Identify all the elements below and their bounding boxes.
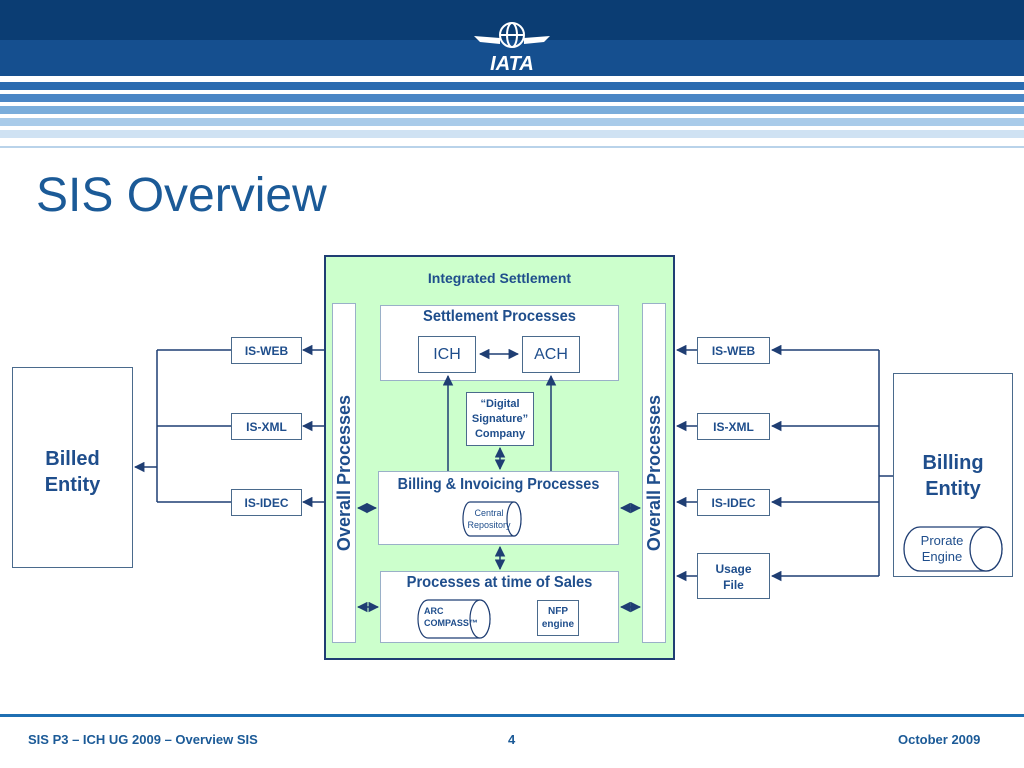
footer-rule xyxy=(0,714,1024,717)
overall-processes-left: Overall Processes xyxy=(332,303,356,643)
arc-compass-cylinder xyxy=(417,599,491,639)
billed-entity-label: Billed Entity xyxy=(44,448,101,496)
right-is-idec-label: IS-IDEC xyxy=(711,496,756,510)
ach-label: ACH xyxy=(534,346,568,363)
iata-logo: IATA xyxy=(474,22,550,74)
right-is-web-label: IS-WEB xyxy=(711,344,756,358)
central-repository-cylinder xyxy=(462,501,522,537)
processes-sales-title: Processes at time of Sales xyxy=(406,574,593,591)
nfp-engine-box: NFP engine xyxy=(537,600,579,636)
ich-label: ICH xyxy=(433,346,461,363)
left-is-idec-label: IS-IDEC xyxy=(244,496,289,510)
wings-icon xyxy=(474,36,550,44)
left-is-xml-label: IS-XML xyxy=(246,420,287,434)
usage-file-box: Usage File xyxy=(697,553,770,599)
digital-signature-box: “Digital Signature” Company xyxy=(466,392,534,446)
ich-box: ICH xyxy=(418,336,476,373)
slide-title: SIS Overview xyxy=(36,169,327,222)
footer-date: October 2009 xyxy=(898,732,981,747)
left-is-web-label: IS-WEB xyxy=(244,344,289,358)
prorate-engine-cylinder xyxy=(903,526,1003,572)
arc-compass-label: ARC COMPASS™ xyxy=(424,606,478,628)
integrated-settlement-title: Integrated Settlement xyxy=(427,270,572,286)
nfp-engine-label: NFP engine xyxy=(541,606,575,630)
digital-signature-label: “Digital Signature” Company xyxy=(471,398,529,440)
billing-invoicing-title: Billing & Invoicing Processes xyxy=(397,476,600,493)
prorate-engine-label: Prorate Engine xyxy=(920,533,964,564)
right-is-xml-box: IS-XML xyxy=(697,413,770,440)
left-is-xml-box: IS-XML xyxy=(231,413,302,440)
ach-box: ACH xyxy=(522,336,580,373)
footer-page-number: 4 xyxy=(508,732,516,747)
left-is-idec-box: IS-IDEC xyxy=(231,489,302,516)
billing-entity-label: Billing Entity xyxy=(922,452,984,500)
overall-processes-right: Overall Processes xyxy=(642,303,666,643)
right-is-xml-label: IS-XML xyxy=(713,420,754,434)
right-is-idec-box: IS-IDEC xyxy=(697,489,770,516)
right-is-web-box: IS-WEB xyxy=(697,337,770,364)
globe-icon xyxy=(499,22,525,48)
logo-text: IATA xyxy=(490,53,534,74)
left-is-web-box: IS-WEB xyxy=(231,337,302,364)
central-repository-label: Central Repository xyxy=(467,508,511,530)
footer-left-text: SIS P3 – ICH UG 2009 – Overview SIS xyxy=(28,732,258,747)
usage-file-label: Usage File xyxy=(715,562,752,592)
settlement-processes-title: Settlement Processes xyxy=(422,308,577,325)
billed-entity-box: Billed Entity xyxy=(12,367,133,568)
